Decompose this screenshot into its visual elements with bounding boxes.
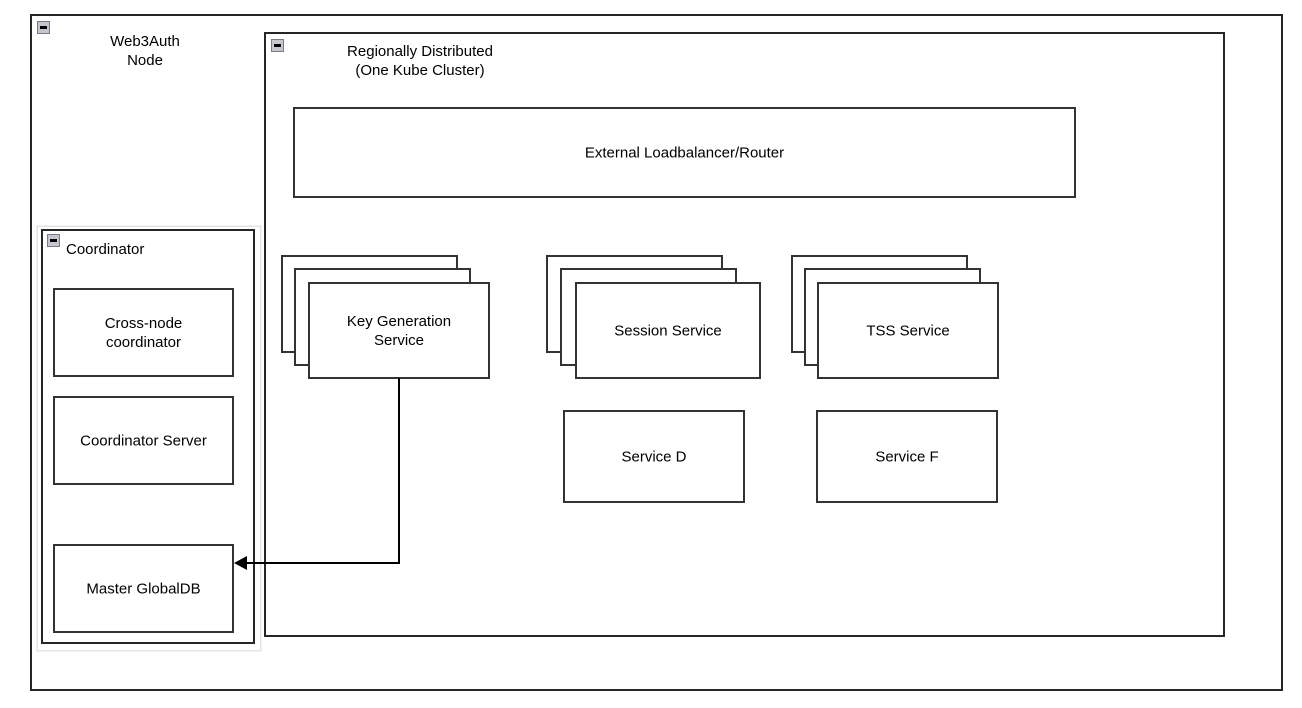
node-tss-service[interactable]: TSS Service bbox=[817, 282, 999, 379]
collapse-minus-icon-coordinator[interactable] bbox=[47, 234, 60, 247]
node-master-globaldb[interactable]: Master GlobalDB bbox=[53, 544, 234, 633]
node-key-generation-service-label: Key Generation Service bbox=[346, 312, 452, 349]
node-session-service[interactable]: Session Service bbox=[575, 282, 761, 379]
container-web3auth-node-label: Web3Auth Node bbox=[110, 33, 180, 69]
connector-kgs-to-globaldb-vertical bbox=[398, 378, 400, 564]
collapse-minus-icon-web3auth-node[interactable] bbox=[37, 21, 50, 34]
node-external-loadbalancer-router[interactable]: External Loadbalancer/Router bbox=[293, 107, 1076, 198]
node-coordinator-server-label: Coordinator Server bbox=[80, 432, 207, 449]
node-session-service-label: Session Service bbox=[614, 322, 722, 339]
node-key-generation-service[interactable]: Key Generation Service bbox=[308, 282, 490, 379]
collapse-minus-icon-kube-cluster[interactable] bbox=[271, 39, 284, 52]
connector-kgs-to-globaldb-arrowhead bbox=[234, 556, 247, 570]
container-kube-cluster-label: Regionally Distributed (One Kube Cluster… bbox=[347, 43, 493, 79]
node-cross-node-coordinator[interactable]: Cross-node coordinator bbox=[53, 288, 234, 377]
node-service-f[interactable]: Service F bbox=[816, 410, 998, 503]
node-cross-node-coordinator-label: Cross-node coordinator bbox=[104, 314, 183, 351]
container-coordinator-label: Coordinator bbox=[66, 241, 145, 258]
node-coordinator-server[interactable]: Coordinator Server bbox=[53, 396, 234, 485]
connector-kgs-to-globaldb-horizontal bbox=[244, 562, 400, 564]
node-master-globaldb-label: Master GlobalDB bbox=[86, 580, 201, 597]
node-external-loadbalancer-router-label: External Loadbalancer/Router bbox=[584, 144, 785, 161]
node-tss-service-label: TSS Service bbox=[866, 322, 950, 339]
node-service-f-label: Service F bbox=[875, 448, 939, 465]
node-service-d-label: Service D bbox=[621, 448, 687, 465]
node-service-d[interactable]: Service D bbox=[563, 410, 745, 503]
